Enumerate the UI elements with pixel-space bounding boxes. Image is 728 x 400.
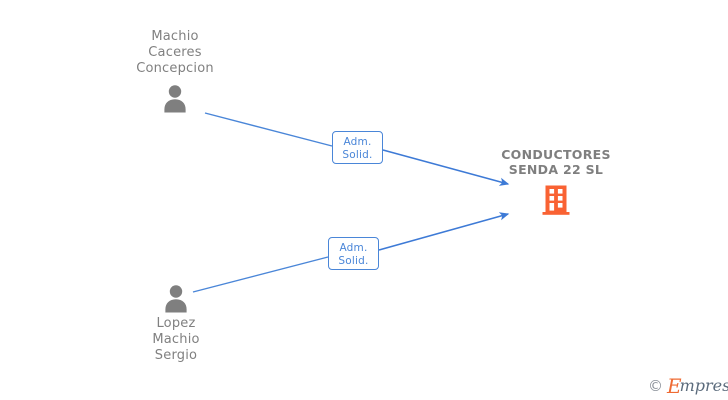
edge-top <box>204 112 510 186</box>
node-person-top[interactable]: Machio Caceres Concepcion <box>95 29 255 113</box>
watermark-brand-rest: mpresia <box>679 376 728 395</box>
edge-label-adm-solid-top[interactable]: Adm. Solid. <box>332 131 383 164</box>
watermark-empresia: © E mpresia <box>648 375 728 397</box>
edge-bottom <box>192 212 510 293</box>
person-bottom-label: Lopez Machio Sergio <box>152 316 200 363</box>
company-label: CONDUCTORES SENDA 22 SL <box>501 147 611 177</box>
copyright-icon: © <box>648 376 663 395</box>
node-company[interactable]: CONDUCTORES SENDA 22 SL <box>476 147 636 217</box>
building-icon <box>542 185 570 215</box>
person-icon <box>165 285 187 313</box>
person-top-label: Machio Caceres Concepcion <box>136 29 214 76</box>
watermark-brand-initial: E <box>667 374 682 398</box>
person-icon <box>164 85 186 113</box>
edge-label-adm-solid-bottom[interactable]: Adm. Solid. <box>328 237 379 270</box>
node-person-bottom[interactable]: Lopez Machio Sergio <box>96 283 256 364</box>
